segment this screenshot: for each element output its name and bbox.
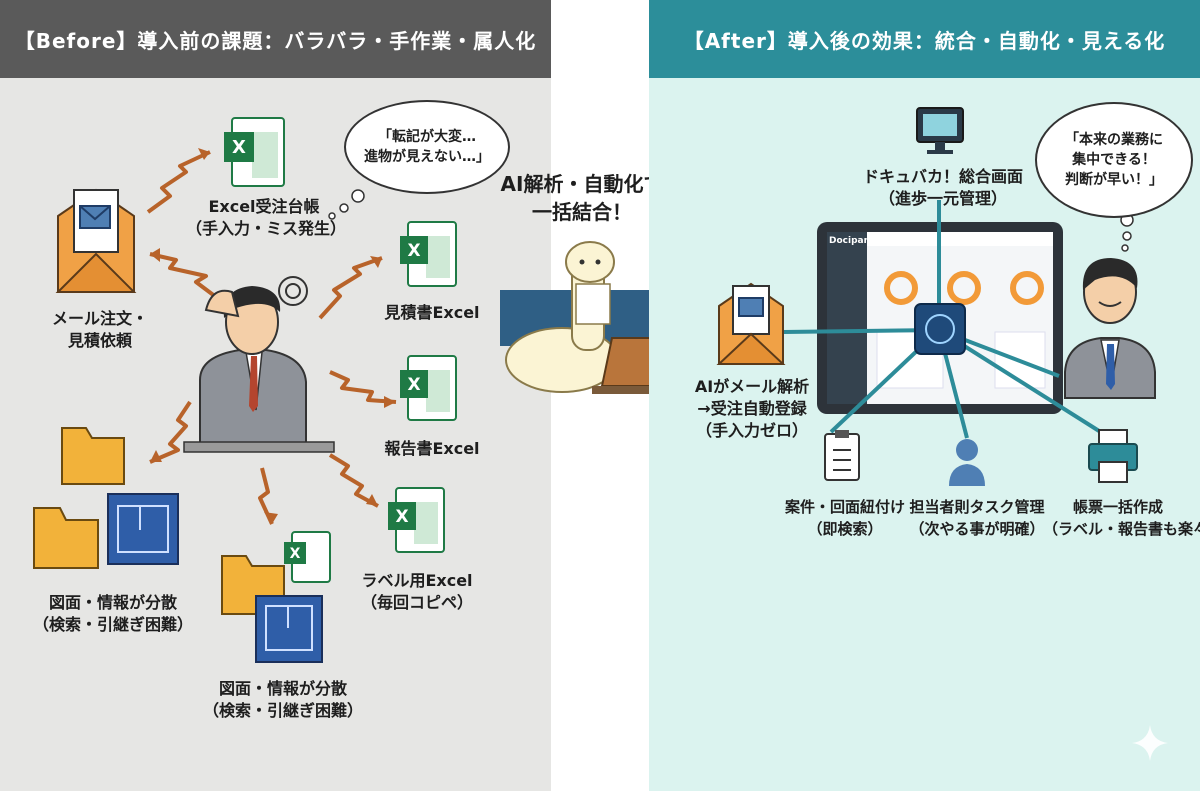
after-title: 【After】導入後の効果：統合・自動化・見える化	[649, 0, 1200, 78]
report-excel-label: 報告書Excel	[384, 439, 480, 458]
ai-mail-label: AIがメール解析 →受注自動登録 （手入力ゼロ）	[679, 376, 825, 442]
folder-icon-left	[61, 427, 125, 485]
label-excel-line-1: ラベル用Excel	[361, 571, 473, 590]
excel-icon-small: X	[284, 531, 331, 583]
svg-text:X: X	[407, 375, 420, 395]
forms-label: 帳票一括作成 （ラベル・報告書も楽々）	[1043, 496, 1200, 540]
arrow-heads	[150, 148, 396, 524]
monitor-icon	[916, 107, 964, 154]
thought-line-2: 進物が見えない…」	[364, 149, 490, 165]
before-title: 【Before】導入前の課題：バラバラ・手作業・属人化	[0, 0, 551, 78]
excel-icon-label: X	[388, 487, 445, 553]
excel-icon-report: X	[400, 355, 457, 421]
happy-worker-illustration	[1064, 258, 1156, 399]
excel-ledger-line-2: （手入力・ミス発生）	[186, 219, 347, 238]
after-thought-line-1: 「本来の業務に	[1065, 132, 1163, 148]
drawings-bottom-line-2: （検索・引継ぎ困難）	[202, 701, 363, 720]
mail-label-line-2: 見積依頼	[67, 331, 132, 350]
case-link-label: 案件・回面紐付け （即検索）	[775, 496, 915, 540]
after-thought-line-3: 判断が早い！」	[1065, 172, 1163, 188]
center-caption-line-1: AI解析・自動化で	[500, 172, 664, 196]
thought-bubble-after: 「本来の業務に 集中できる！ 判断が早い！」	[1035, 102, 1193, 218]
ai-chip-icon	[914, 303, 966, 355]
quote-excel-label: 見積書Excel	[384, 303, 480, 322]
before-illustrations: X X X X X	[33, 117, 457, 663]
thought-dots-after	[1120, 213, 1134, 252]
thought-dots-before	[328, 189, 365, 220]
drawings-left-line-2: （検索・引継ぎ困難）	[32, 615, 193, 634]
task-mgmt-line-2: （次やる事が明確）	[909, 520, 1045, 538]
excel-ledger-line-1: Excel受注台帳	[208, 197, 320, 216]
excel-icon-ledger: X	[224, 117, 285, 187]
case-link-line-1: 案件・回面紐付け	[784, 498, 905, 516]
drawings-left-label: 図面・情報が分散 （検索・引継ぎ困難）	[18, 592, 208, 636]
excel-ledger-label: Excel受注台帳 （手入力・ミス発生）	[186, 196, 347, 240]
dashboard-label-line-1: ドキュバカ！総合画面	[862, 167, 1023, 186]
svg-text:X: X	[407, 241, 420, 261]
screen-brand: Dociparal	[829, 236, 878, 246]
lightning-arrows	[146, 150, 397, 525]
drawings-bottom-label: 図面・情報が分散 （検索・引継ぎ困難）	[188, 678, 378, 722]
center-caption-line-2: 一括結合！	[532, 200, 632, 224]
excel-icon-quote: X	[400, 221, 457, 287]
stressed-worker-illustration	[183, 276, 335, 453]
clipboard-icon	[824, 430, 860, 481]
svg-text:X: X	[395, 507, 408, 527]
after-illustrations	[716, 107, 1156, 486]
blueprint-icon-bottom	[255, 595, 323, 663]
svg-text:X: X	[290, 546, 301, 562]
ai-mail-line-1: AIがメール解析	[694, 377, 810, 396]
printer-icon	[1088, 429, 1138, 483]
ai-mail-line-2: →受注自動登録	[697, 399, 807, 418]
task-mgmt-line-1: 担当者則タスク管理	[909, 498, 1045, 516]
thought-line-1: 「転記が大変…	[378, 129, 476, 145]
label-excel-line-2: （毎回コピペ）	[360, 593, 473, 612]
label-excel-label: ラベル用Excel （毎回コピペ）	[352, 570, 482, 614]
drawings-bottom-line-1: 図面・情報が分散	[218, 679, 347, 698]
before-panel: 【Before】導入前の課題：バラバラ・手作業・属人化	[0, 0, 551, 791]
sparkle-icon	[1132, 725, 1168, 761]
user-icon	[949, 439, 985, 486]
svg-text:X: X	[232, 137, 246, 158]
drawings-left-line-1: 図面・情報が分散	[48, 593, 177, 612]
case-link-line-2: （即検索）	[807, 520, 883, 538]
after-panel: 【After】導入後の効果：統合・自動化・見える化	[649, 0, 1200, 791]
after-thought-line-2: 集中できる！	[1072, 152, 1156, 168]
mail-label-line-1: メール注文・	[51, 309, 148, 328]
forms-line-2: （ラベル・報告書も楽々）	[1043, 520, 1200, 538]
mail-icon-after	[716, 282, 786, 365]
ai-mail-line-3: （手入力ゼロ）	[695, 421, 808, 440]
folder-icon-left-2	[33, 507, 99, 569]
dashboard-label: ドキュバカ！総合画面 （進歩一元管理）	[855, 166, 1031, 210]
forms-line-1: 帳票一括作成	[1072, 498, 1163, 516]
mail-order-label: メール注文・ 見積依頼	[40, 308, 160, 352]
task-mgmt-label: 担当者則タスク管理 （次やる事が明確）	[907, 496, 1047, 540]
thought-bubble-before: 「転記が大変… 進物が見えない…」	[344, 100, 510, 194]
blueprint-icon-left	[107, 493, 179, 565]
center-caption: AI解析・自動化で 一括結合！	[498, 170, 666, 226]
mail-icon	[55, 188, 137, 293]
dashboard-label-line-2: （進歩一元管理）	[878, 189, 1007, 208]
